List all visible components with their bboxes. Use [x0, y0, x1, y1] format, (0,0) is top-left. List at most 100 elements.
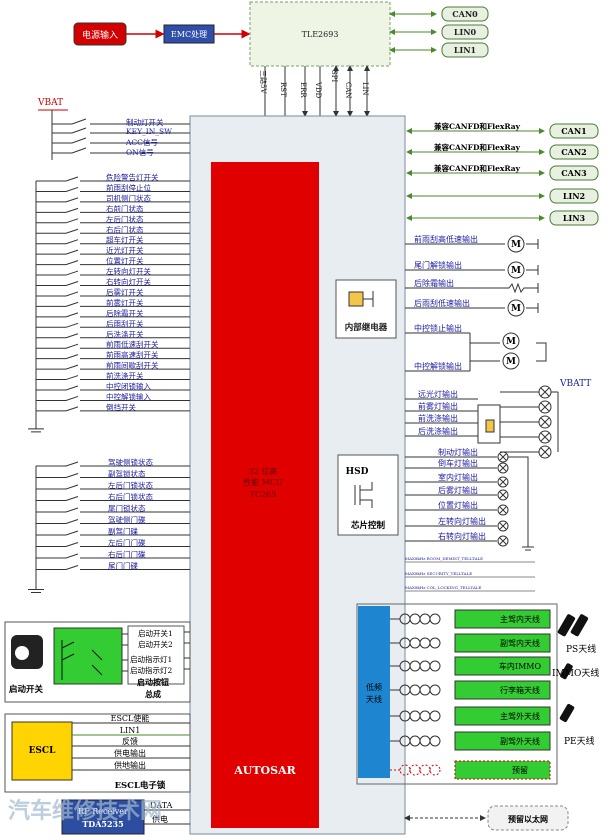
svg-text:制动灯开关: 制动灯开关 — [126, 117, 164, 127]
relay-output-label: 前雨刮高低速输出 — [414, 234, 478, 244]
hsd-output-label: 右转向灯输出 — [438, 531, 486, 541]
input-label: 后除霜开关 — [106, 308, 144, 318]
tle-label: TLE2693 — [302, 30, 339, 39]
lf-antenna-frame — [356, 603, 558, 785]
input-label: 右后门状态 — [106, 224, 144, 234]
start-total-label1: 启动按钮 — [137, 677, 169, 687]
rf-line1: RF Receiver — [78, 807, 128, 816]
input2-label: 驾驶侧门碟 — [108, 515, 146, 525]
input-label: 右前门状态 — [106, 203, 144, 213]
hsd-box — [337, 454, 399, 536]
svg-text:M: M — [506, 357, 516, 367]
input2-label: 右后门锁状态 — [108, 492, 153, 502]
lf-label1: 低频 — [366, 682, 382, 692]
relay-output-label: 尾门解锁输出 — [414, 260, 462, 270]
hsd-output-label: 左转向灯输出 — [438, 516, 486, 526]
relay-output-label: 后除霜输出 — [414, 278, 454, 288]
hsd-output-label: 室内灯输出 — [438, 472, 478, 482]
mcu-line1: 32 位高 — [249, 466, 278, 476]
input2-label: 右后门门碟 — [108, 549, 146, 559]
tle-pin-lines — [264, 65, 370, 117]
input-label: 倒挡开关 — [106, 402, 136, 412]
ign-signal-labels: 制动灯开关 KEY_IN_SW ACC信号 ON信号 — [125, 117, 172, 157]
svg-text:启动开关1: 启动开关1 — [138, 628, 173, 638]
antenna-label: 车内IMMO — [499, 661, 542, 671]
svg-text:RST: RST — [279, 82, 287, 97]
input-label: 司机侧门状态 — [106, 193, 151, 203]
escl-label: ESCL — [29, 746, 57, 756]
start-total-label2: 总成 — [145, 689, 161, 699]
key-icons — [557, 614, 589, 723]
svg-text:CAN: CAN — [344, 82, 352, 99]
lf-antenna-block — [358, 606, 390, 778]
bus-port: LIN3 — [563, 213, 586, 223]
antenna-label: 预留 — [512, 765, 528, 775]
tle-port-lin0: LIN0 — [454, 27, 477, 37]
motor-icon: M — [511, 304, 521, 314]
escl-signal-label: LIN1 — [120, 726, 141, 735]
svg-text:中控锁止输出: 中控锁止输出 — [414, 323, 462, 333]
svg-text:ON信号: ON信号 — [126, 147, 154, 157]
bus-port: CAN2 — [561, 147, 586, 157]
start-items: 启动开关1 启动开关2 启动指示灯1 启动指示灯2 — [122, 625, 190, 685]
hsd-output-label: 后雾灯输出 — [438, 485, 478, 495]
hsd-output-label: 倒车灯输出 — [438, 458, 478, 468]
tle-port-can0: CAN0 — [452, 9, 478, 19]
escl-block — [11, 721, 73, 781]
antenna-label: 主驾外天线 — [500, 711, 540, 721]
mcu-block — [211, 162, 319, 828]
svg-text:中控解锁输出: 中控解锁输出 — [414, 361, 462, 371]
mcu-line2: 性能 MCU — [243, 477, 283, 487]
start-switch-label: 启动开关 — [9, 684, 44, 695]
svg-text:MAX8kHz SECURITY_TELLTALE: MAX8kHz SECURITY_TELLTALE — [405, 571, 472, 576]
svg-text:三路5V: 三路5V — [259, 70, 268, 94]
vbat-label: VBAT — [37, 98, 63, 108]
antenna-label: 主驾内天线 — [500, 614, 540, 624]
pe-label: PE天线 — [564, 735, 595, 747]
hsd-output-label: 制动灯输出 — [438, 447, 478, 457]
lamp-output-label: 前洗涤输出 — [418, 413, 458, 423]
escl-signal-label: 反馈 — [122, 736, 138, 746]
escl-signal-label: 供电输出 — [114, 748, 146, 758]
svg-text:ERR: ERR — [299, 82, 307, 98]
svg-text:启动开关2: 启动开关2 — [138, 639, 173, 649]
motor-icon: M — [511, 266, 521, 276]
input-label: 左后门状态 — [106, 214, 144, 224]
telltale-lines: MAX8kHz ROOM_DEMIST_TELLTALE MAX8kHz SEC… — [405, 556, 535, 592]
relay-box — [335, 279, 397, 339]
input2-label: 左后门锁状态 — [108, 480, 153, 490]
rf-data-label: DATA — [150, 801, 173, 810]
input-label: 左转向灯开关 — [106, 266, 151, 276]
bus-port: CAN1 — [561, 126, 586, 136]
emc-label: EMC处理 — [171, 29, 207, 39]
antenna-label: 行李箱天线 — [500, 685, 540, 695]
input2-label: 副驾门碟 — [108, 526, 138, 536]
inputs-group2: 驾驶侧锁状态副驾锁状态左后门锁状态右后门锁状态尾门锁状态驾驶侧门碟副驾门碟左后门… — [28, 457, 190, 593]
svg-text:MAX8kHz ROOM_DEMIST_TELLTALE: MAX8kHz ROOM_DEMIST_TELLTALE — [405, 556, 483, 561]
motor-outputs: 中控锁止输出 中控解锁输出 M M — [405, 323, 547, 372]
bus-port: LIN2 — [563, 191, 585, 201]
svg-text:LIN: LIN — [361, 82, 369, 96]
svg-text:VDD: VDD — [314, 81, 322, 99]
svg-text:启动指示灯2: 启动指示灯2 — [130, 665, 172, 675]
input-label: 后雾灯开关 — [106, 287, 144, 297]
lamp-output-label: 前雾灯输出 — [418, 401, 458, 411]
motor-icon: M — [511, 240, 521, 250]
input-label: 近光灯开关 — [106, 245, 144, 255]
tle-ports: CAN0 LIN0 LIN1 — [389, 6, 489, 58]
input-label: 前洗涤开关 — [106, 371, 144, 381]
tle-port-lin1: LIN1 — [454, 45, 476, 55]
bus-compat-label: 兼容CANFD和FlexRay — [433, 163, 521, 173]
escl-total-label: ESCL电子锁 — [115, 780, 166, 791]
input2-label: 副驾锁状态 — [108, 469, 146, 479]
antenna-label: 副驾内天线 — [500, 638, 540, 648]
bus-compat-label: 兼容CANFD和FlexRay — [433, 121, 521, 131]
input-label: 位置灯开关 — [106, 256, 144, 266]
hsd-box-label: 芯片控制 — [351, 520, 386, 531]
input2-label: 左后门门碟 — [108, 538, 146, 548]
svg-text:SPI: SPI — [330, 70, 338, 83]
svg-text:ACC信号: ACC信号 — [125, 137, 158, 147]
